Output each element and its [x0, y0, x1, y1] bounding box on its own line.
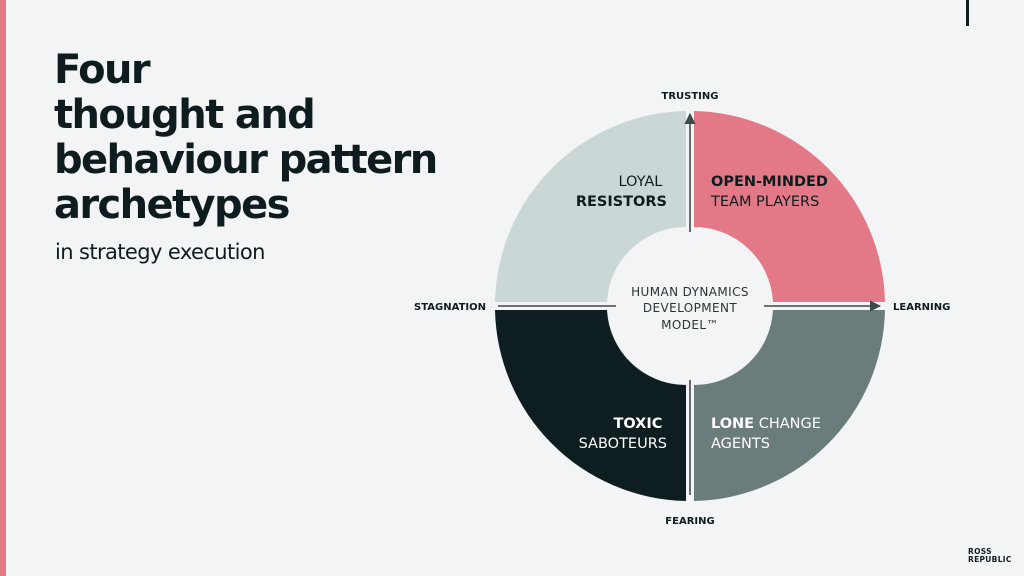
axis-label-learning: LEARNING	[893, 302, 950, 313]
title-line: archetypes	[54, 182, 290, 228]
page-subtitle: in strategy execution	[55, 240, 265, 264]
title-line: thought and	[54, 92, 316, 138]
axis-label-fearing: FEARING	[665, 516, 714, 527]
title-line: behaviour pattern	[54, 137, 438, 183]
quadrant-lone-change-agents	[694, 310, 885, 501]
ross-republic-logo: ROSS REPUBLIC	[968, 548, 1012, 564]
title-line: Four	[54, 47, 151, 93]
quadrant-loyal-resistors	[495, 111, 686, 302]
center-label-line: HUMAN DYNAMICS	[631, 285, 749, 299]
quadrant-label-toxic-saboteurs: TOXIC SABOTEURS	[579, 416, 667, 452]
center-disc	[616, 232, 764, 380]
quadrant-toxic-saboteurs	[495, 310, 686, 501]
quadrant-label-open-minded-team-players: OPEN-MINDED TEAM PLAYERS	[710, 174, 833, 210]
quadrant-label-loyal-resistors: LOYAL RESISTORS	[576, 174, 667, 210]
center-label-line: DEVELOPMENT	[643, 301, 737, 315]
axis-label-trusting: TRUSTING	[662, 91, 719, 102]
quadrant-label-lone-change-agents: LONE CHANGE AGENTS	[711, 416, 826, 452]
page-title: Four thought and behaviour pattern arche…	[54, 47, 438, 228]
accent-bar	[0, 0, 6, 576]
logo-line: ROSS	[968, 547, 992, 556]
axis-label-stagnation: STAGNATION	[414, 302, 486, 313]
top-divider-mark	[966, 0, 969, 26]
quadrant-open-minded-team-players	[694, 111, 885, 302]
logo-line: REPUBLIC	[968, 555, 1012, 564]
center-label-line: MODEL™	[661, 318, 719, 332]
